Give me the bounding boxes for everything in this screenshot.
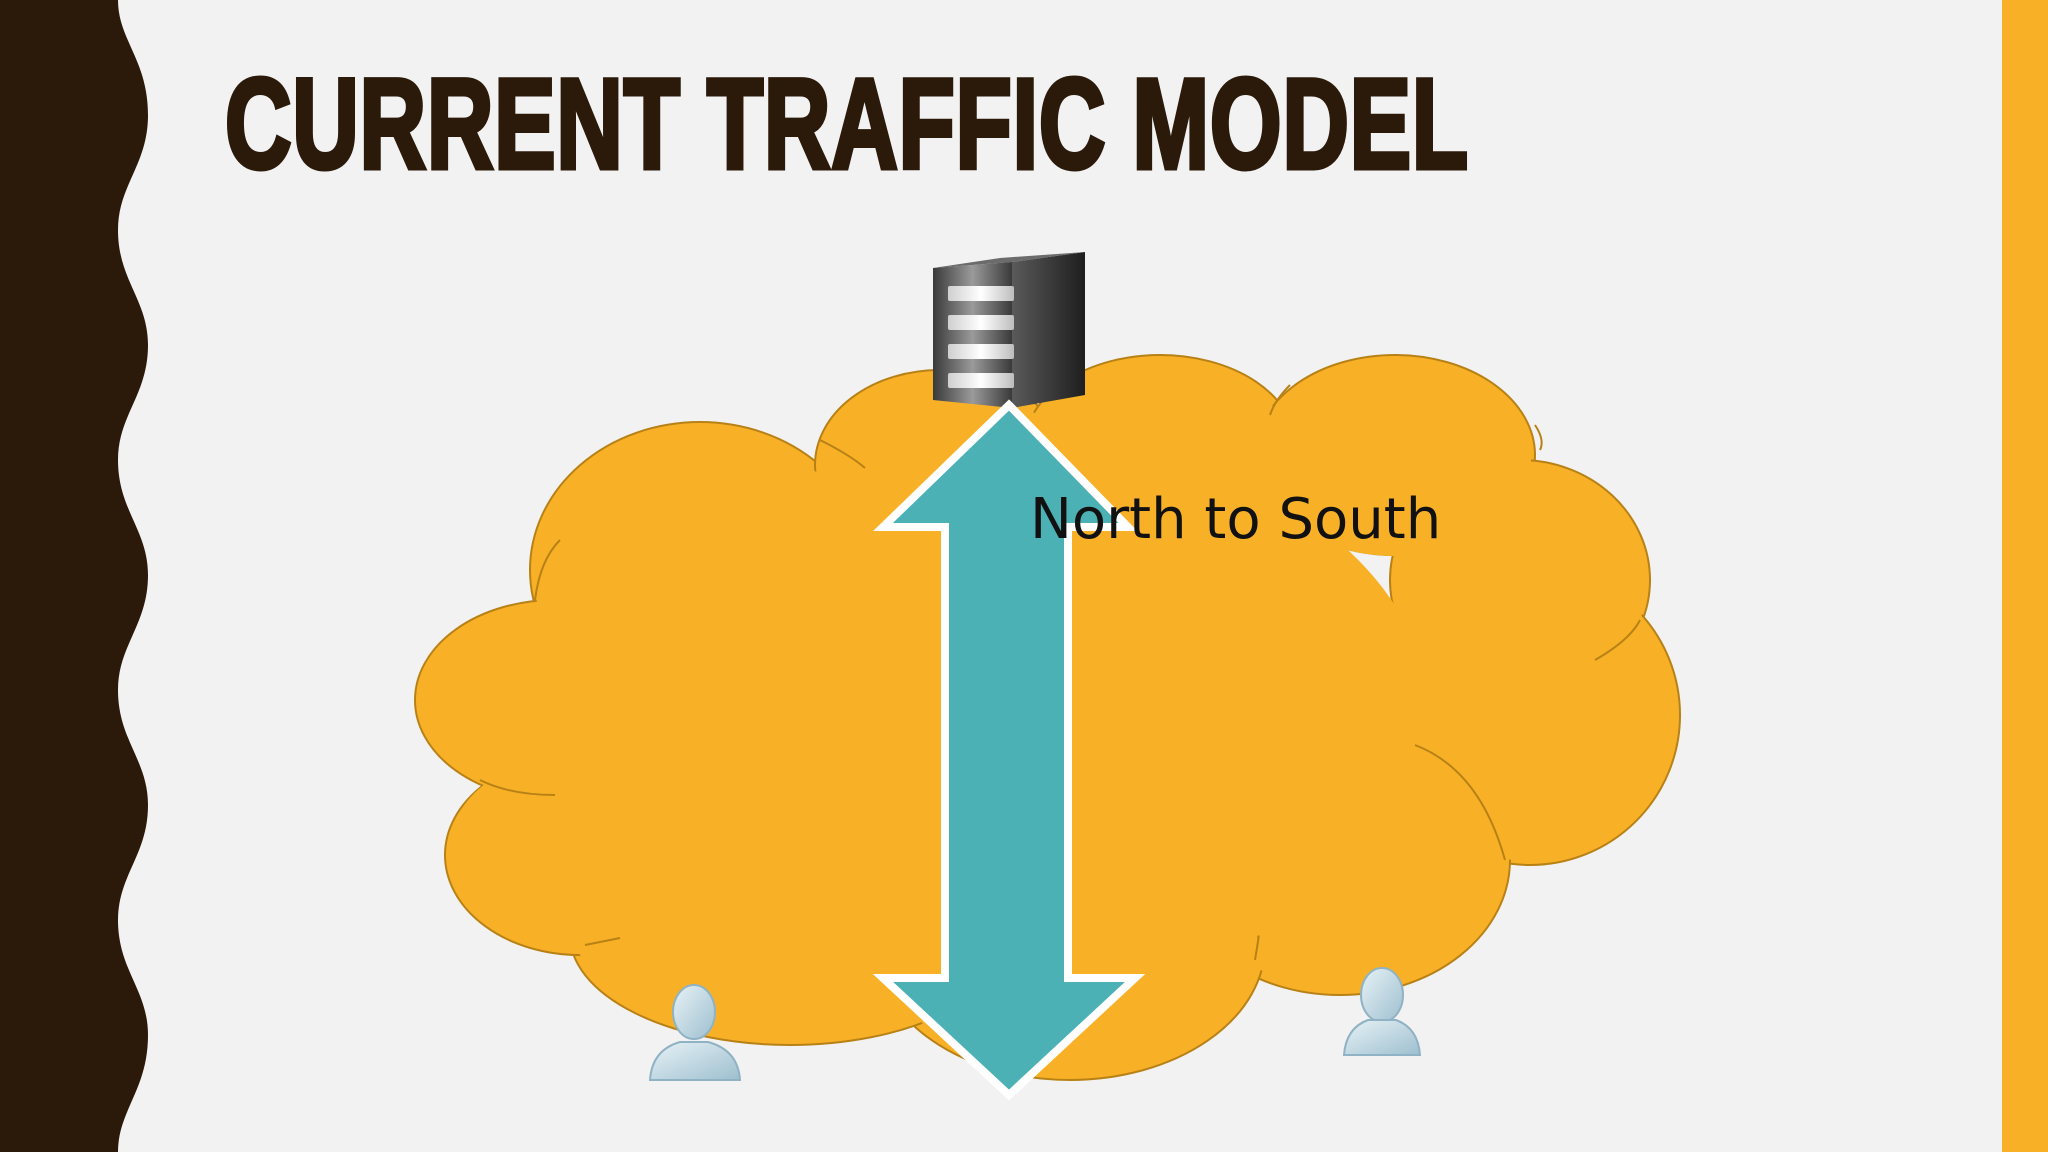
slide-title: CURRENT TRAFFIC MODEL <box>223 51 1470 199</box>
north-south-arrow <box>872 399 1146 1101</box>
arrow-label: North to South <box>1030 487 1442 552</box>
user-icon-right <box>1342 967 1422 1056</box>
server-icon <box>933 252 1085 408</box>
user-icon-left <box>648 984 742 1081</box>
left-wavy-band <box>0 0 148 1152</box>
right-accent-band <box>2002 0 2048 1152</box>
